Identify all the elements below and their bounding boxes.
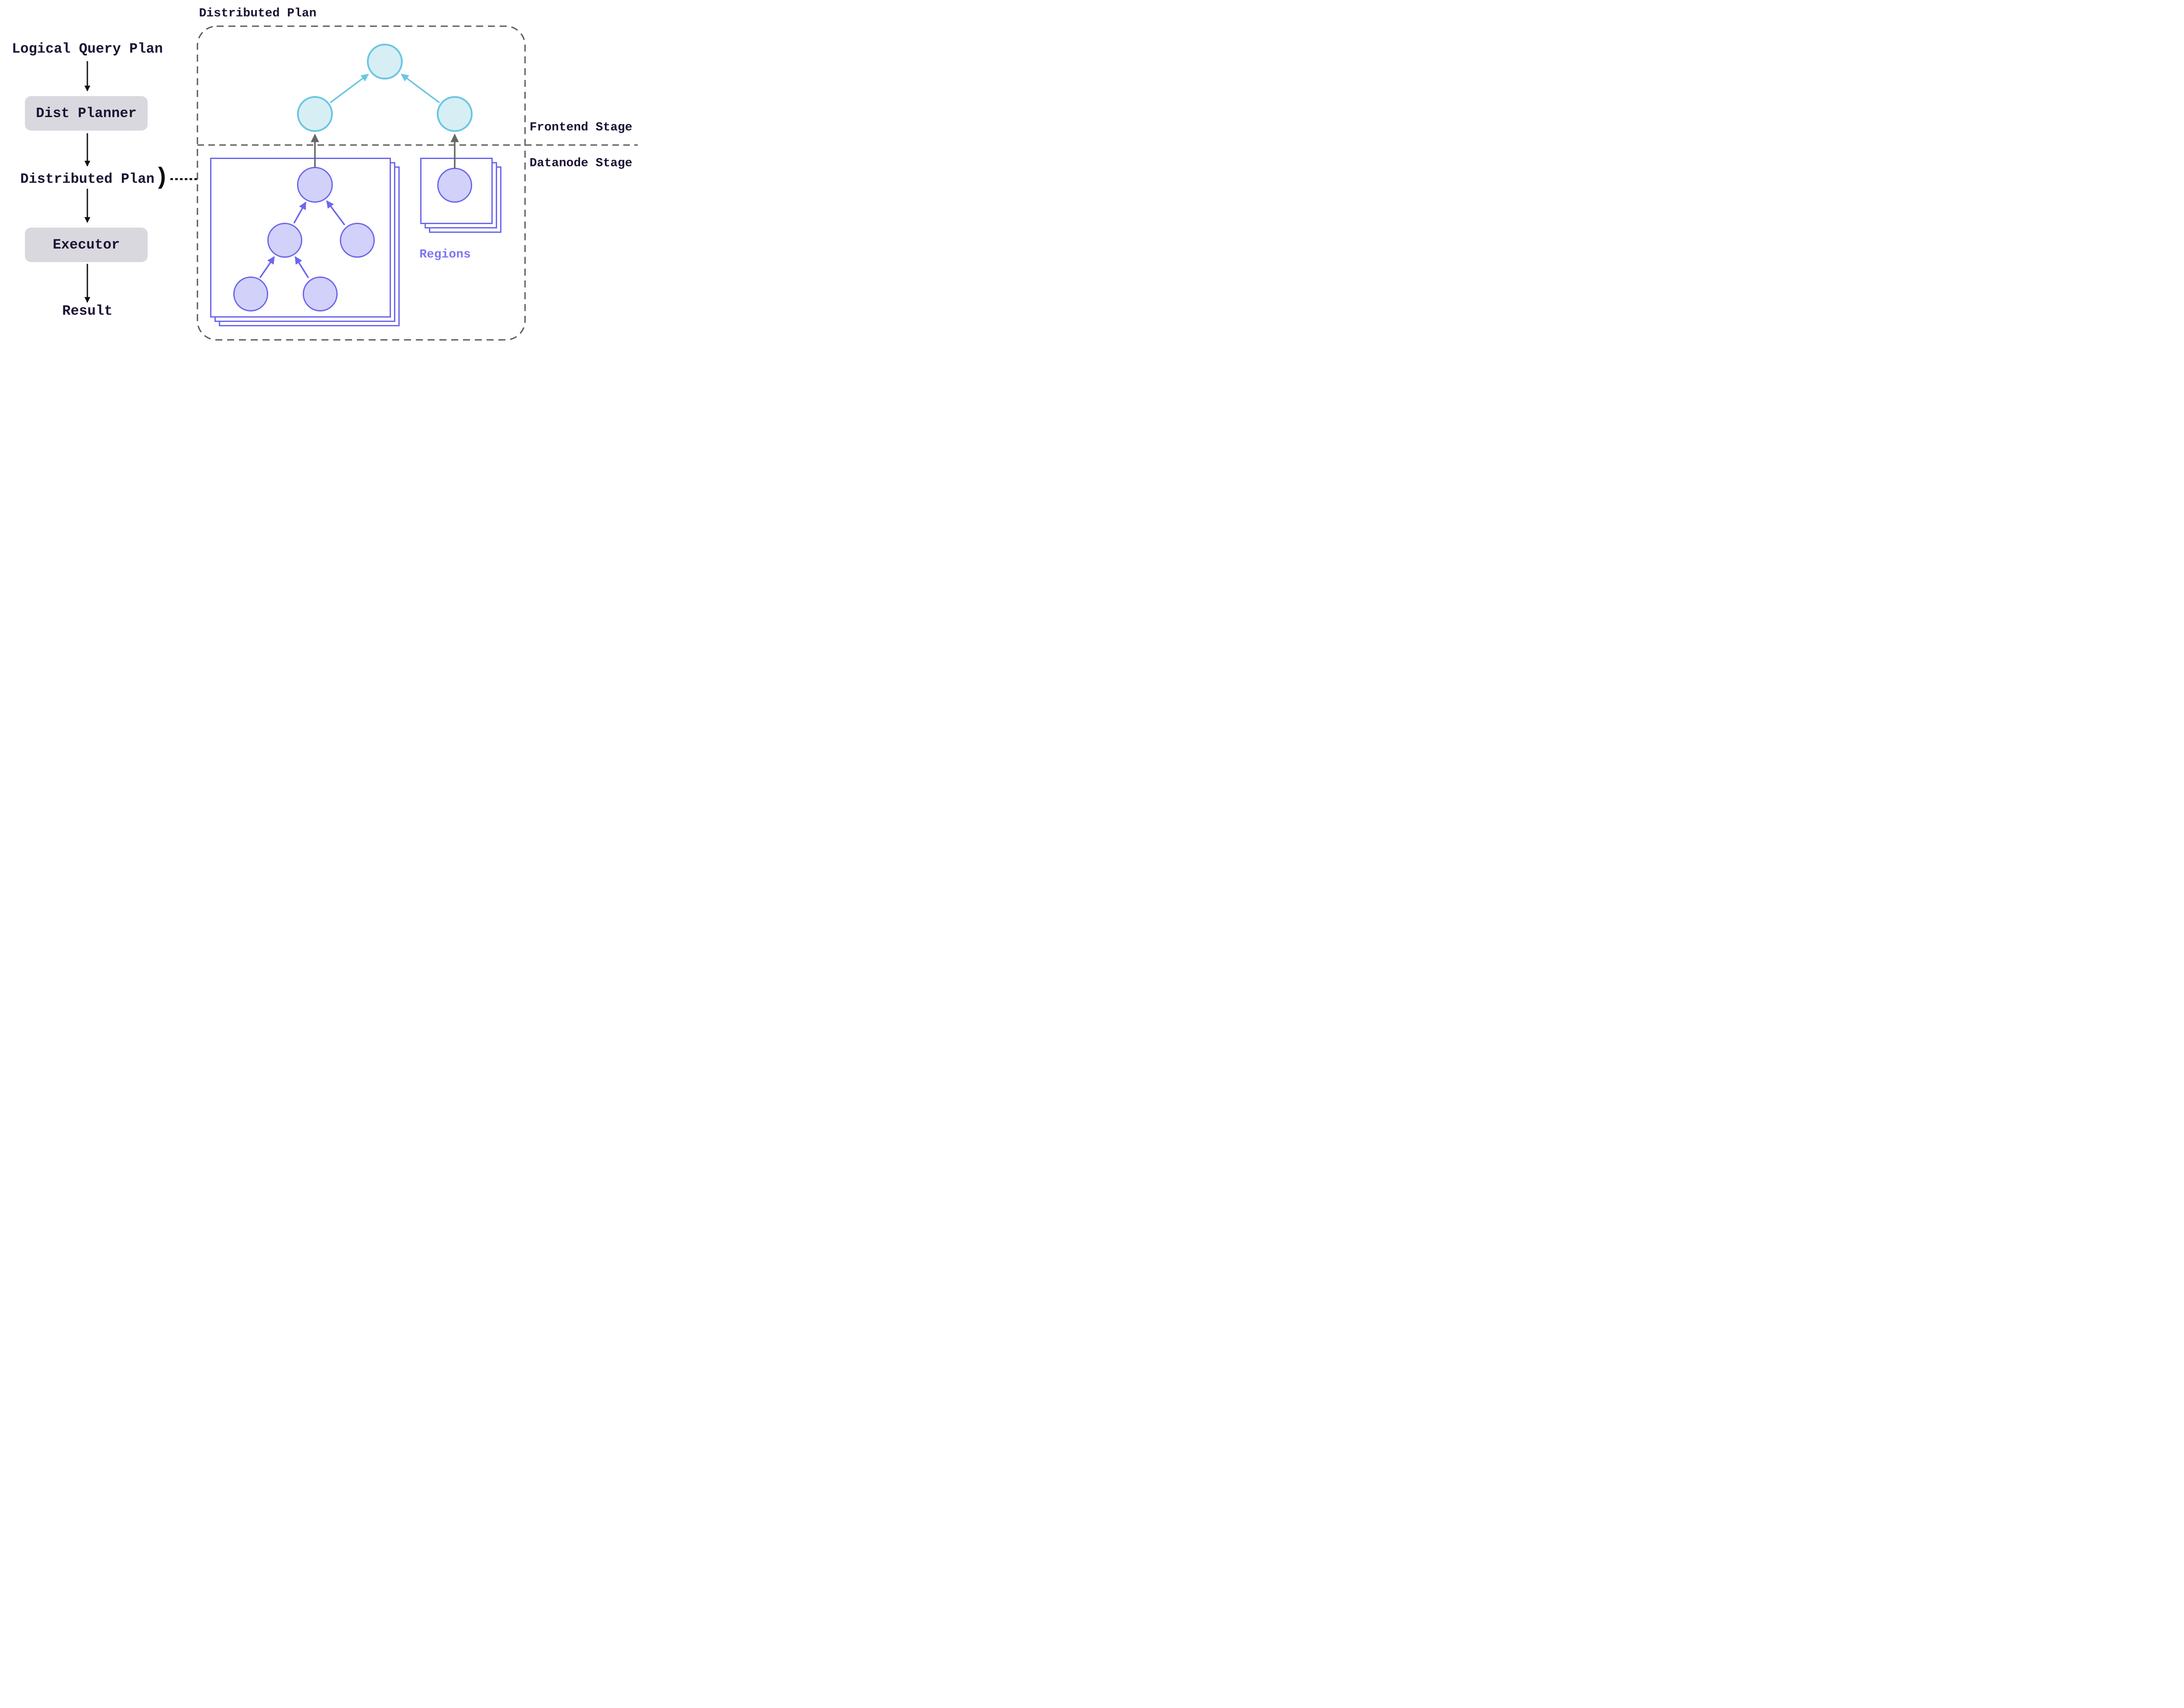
datanode-stage-label: Datanode Stage (529, 156, 632, 170)
dist-planner-box: Dist Planner (25, 96, 148, 131)
datanode-leaf-left-node (233, 277, 268, 311)
frontend-root-node (367, 44, 403, 80)
executor-box: Executor (25, 228, 148, 262)
datanode-mid-right-node (340, 223, 375, 258)
frontend-right-to-root-arrow (401, 73, 440, 104)
brace-icon: ) (154, 165, 169, 192)
frontend-left-node (297, 96, 333, 132)
distributed-plan-title: Distributed Plan (199, 7, 317, 21)
frontend-stage-label: Frontend Stage (529, 121, 632, 135)
logical-query-plan-label: Logical Query Plan (12, 41, 163, 57)
diagram-canvas: Logical Query Plan Dist Planner Distribu… (0, 0, 638, 342)
datanode-root-node (297, 167, 333, 203)
frontend-right-node (437, 96, 473, 132)
frontend-left-to-root-arrow (329, 73, 369, 104)
datanode-leaf-center-node (303, 277, 338, 311)
result-label: Result (62, 303, 113, 319)
region-node (437, 168, 472, 203)
regions-label: Regions (419, 248, 471, 262)
distributed-plan-label: Distributed Plan (20, 171, 155, 187)
datanode-mid-left-node (267, 223, 302, 258)
